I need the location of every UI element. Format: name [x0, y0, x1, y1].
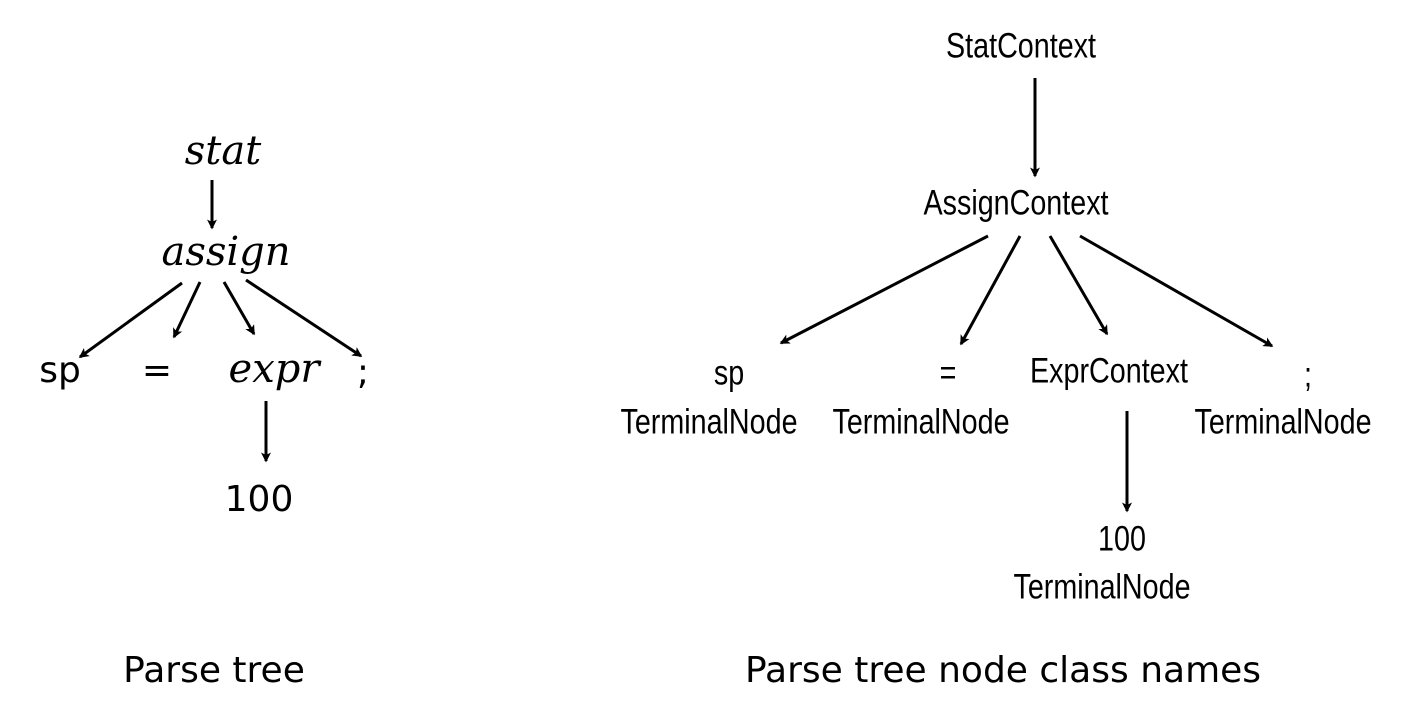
left-node-equals: =: [141, 350, 173, 391]
edge-assigncontext-to-sp: [779, 234, 989, 345]
right-node-sp-token: sp: [713, 353, 745, 393]
right-node-equals-class: TerminalNode: [832, 402, 1010, 442]
left-node-100: 100: [224, 479, 294, 520]
edge-assign-to-semicolon: [245, 278, 363, 358]
right-node-statcontext: StatContext: [946, 26, 1096, 66]
right-node-sp-class: TerminalNode: [620, 402, 798, 442]
left-node-expr: expr: [228, 346, 320, 392]
left-caption: Parse tree: [123, 650, 305, 691]
edge-assigncontext-to-equals: [959, 235, 1022, 346]
right-node-semicolon-class: TerminalNode: [1194, 402, 1372, 442]
right-node-100-token: 100: [1098, 519, 1146, 559]
right-node-exprcontext: ExprContext: [1030, 351, 1188, 391]
left-node-sp: sp: [39, 350, 81, 391]
left-node-semicolon: ;: [356, 352, 370, 393]
left-node-assign: assign: [161, 229, 291, 275]
edge-assign-to-expr: [222, 281, 256, 336]
right-node-100-class: TerminalNode: [1013, 567, 1191, 607]
right-caption: Parse tree node class names: [744, 650, 1262, 691]
edge-assign-to-sp: [78, 281, 183, 359]
right-node-semicolon-token: ;: [1304, 355, 1312, 395]
right-node-assigncontext: AssignContext: [923, 183, 1109, 223]
left-node-stat: stat: [184, 128, 262, 174]
edge-assign-to-equals: [172, 281, 202, 339]
edge-assigncontext-to-exprcontext: [1048, 235, 1109, 336]
edge-assigncontext-to-semicolon: [1079, 234, 1274, 348]
right-node-equals-token: =: [939, 353, 957, 393]
